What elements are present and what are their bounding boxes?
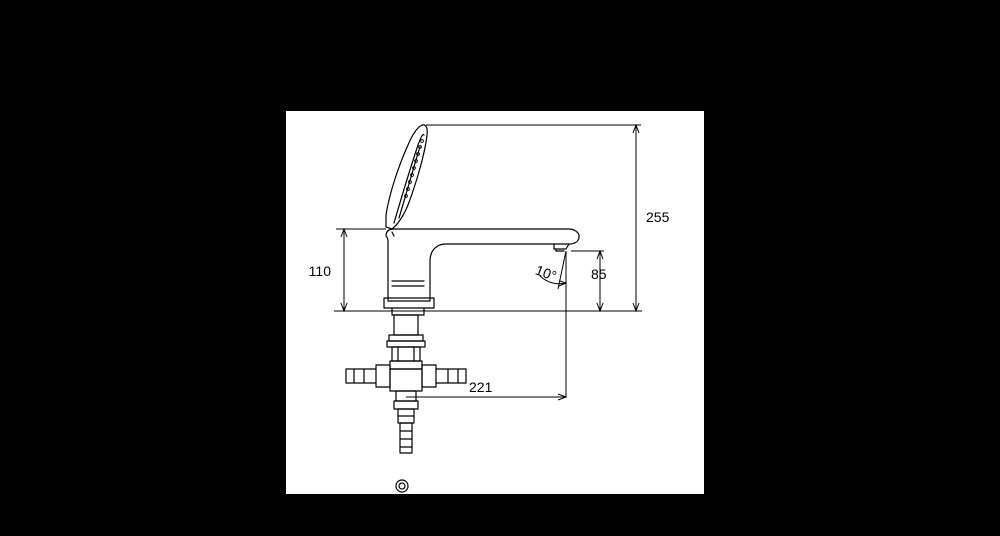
- technical-drawing-sheet: 255 110 85 221 10°: [286, 111, 704, 494]
- dimension-spout-height: 85: [591, 266, 607, 282]
- dimension-lines: [334, 123, 642, 401]
- dimension-total-height: 255: [646, 209, 670, 225]
- small-ring: [395, 479, 409, 493]
- dimension-spout-angle: 10°: [533, 262, 558, 284]
- hand-shower: [385, 124, 428, 230]
- dimension-base-height: 110: [309, 263, 332, 279]
- mounting-assembly: [345, 314, 467, 454]
- faucet-technical-drawing: 255 110 85 221 10°: [309, 123, 670, 493]
- dimension-spout-reach: 221: [469, 379, 493, 395]
